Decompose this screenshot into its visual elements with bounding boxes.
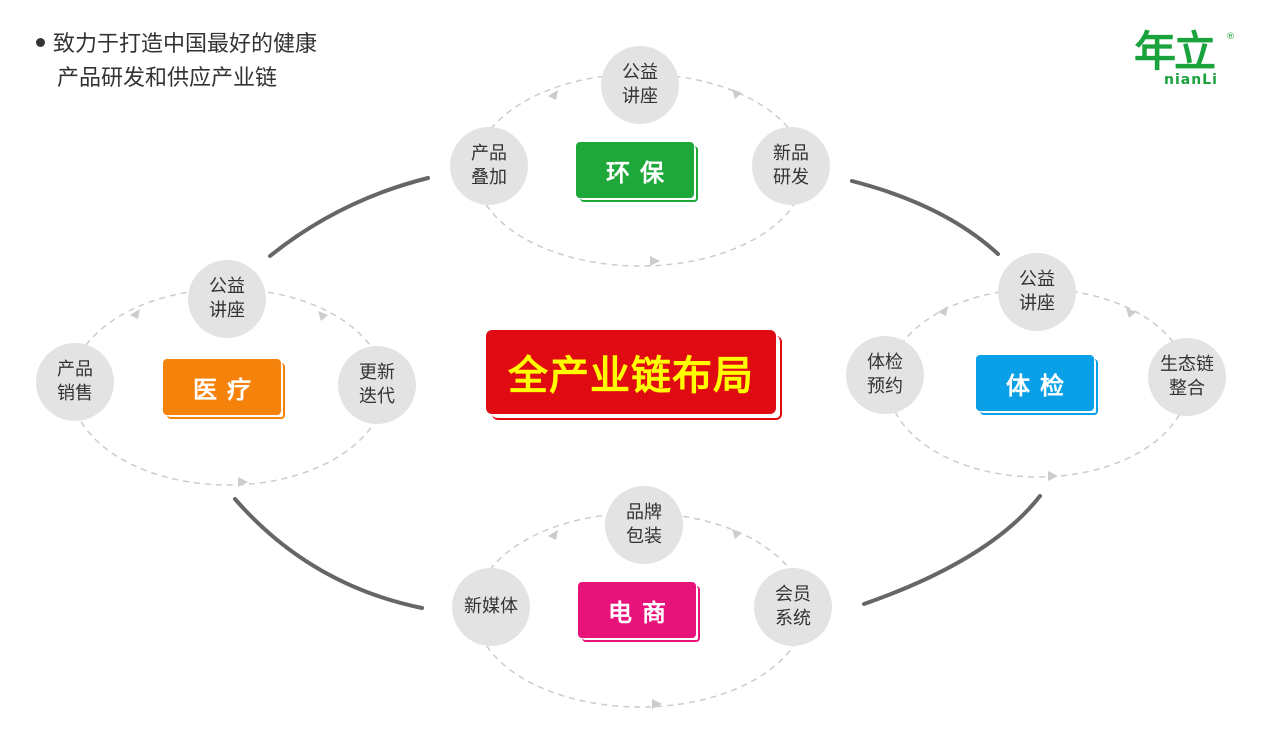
cycle-arrow-icon bbox=[732, 529, 742, 539]
huanbao-node-right: 新品 研发 bbox=[752, 127, 830, 205]
cycle-arrow-icon bbox=[1048, 471, 1058, 481]
yiliao-tag: 医疗 bbox=[163, 359, 285, 419]
dianshang-node-top: 品牌 包装 bbox=[605, 486, 683, 564]
connector-bottom-left bbox=[233, 497, 424, 610]
headline: 致力于打造中国最好的健康 产品研发和供应产业链 bbox=[36, 28, 317, 96]
cycle-arrow-icon bbox=[650, 256, 660, 266]
connector-top-right bbox=[850, 179, 1000, 256]
huanbao-tag: 环保 bbox=[576, 142, 698, 202]
cycle-arrow-icon bbox=[548, 90, 558, 100]
center-shadow bbox=[492, 336, 782, 420]
tijian-tag: 体检 bbox=[976, 355, 1098, 415]
cycle-arrow-icon bbox=[652, 699, 662, 709]
cycle-arrow-icon bbox=[238, 477, 248, 487]
cycle-arrow-icon bbox=[1126, 308, 1136, 318]
headline-line-1: 致力于打造中国最好的健康 bbox=[36, 28, 317, 62]
tijian-node-top: 公益 讲座 bbox=[998, 253, 1076, 331]
connector-top-left bbox=[268, 176, 430, 258]
bullet-icon bbox=[36, 38, 45, 47]
headline-line-2: 产品研发和供应产业链 bbox=[57, 66, 278, 91]
brand-logo: 年立 nianLi ® bbox=[1134, 27, 1235, 96]
dianshang-node-right: 会员 系统 bbox=[754, 568, 832, 646]
headline-text-1: 致力于打造中国最好的健康 bbox=[53, 32, 318, 57]
yiliao-node-top: 公益 讲座 bbox=[188, 260, 266, 338]
cycle-arrow-icon bbox=[318, 311, 328, 321]
yiliao-node-left: 产品 销售 bbox=[36, 343, 114, 421]
logo-pinyin: nianLi bbox=[1164, 72, 1218, 88]
center-label: 全产业链布局 bbox=[486, 330, 776, 414]
huanbao-node-top: 公益 讲座 bbox=[601, 46, 679, 124]
tijian-node-left: 体检 预约 bbox=[846, 336, 924, 414]
cycle-arrow-icon bbox=[130, 309, 140, 319]
cycle-arrow-icon bbox=[548, 530, 558, 540]
yiliao-node-right: 更新 迭代 bbox=[338, 346, 416, 424]
cycle-arrow-icon bbox=[732, 89, 742, 99]
huanbao-node-left: 产品 叠加 bbox=[450, 127, 528, 205]
cycle-arrow-icon bbox=[938, 306, 948, 316]
dianshang-node-left: 新媒体 bbox=[452, 568, 530, 646]
tijian-node-right: 生态链 整合 bbox=[1148, 338, 1226, 416]
dianshang-tag: 电商 bbox=[578, 582, 700, 642]
connector-bottom-right bbox=[862, 494, 1042, 606]
registered-mark-icon: ® bbox=[1226, 32, 1235, 42]
logo-chinese: 年立 bbox=[1134, 27, 1216, 76]
